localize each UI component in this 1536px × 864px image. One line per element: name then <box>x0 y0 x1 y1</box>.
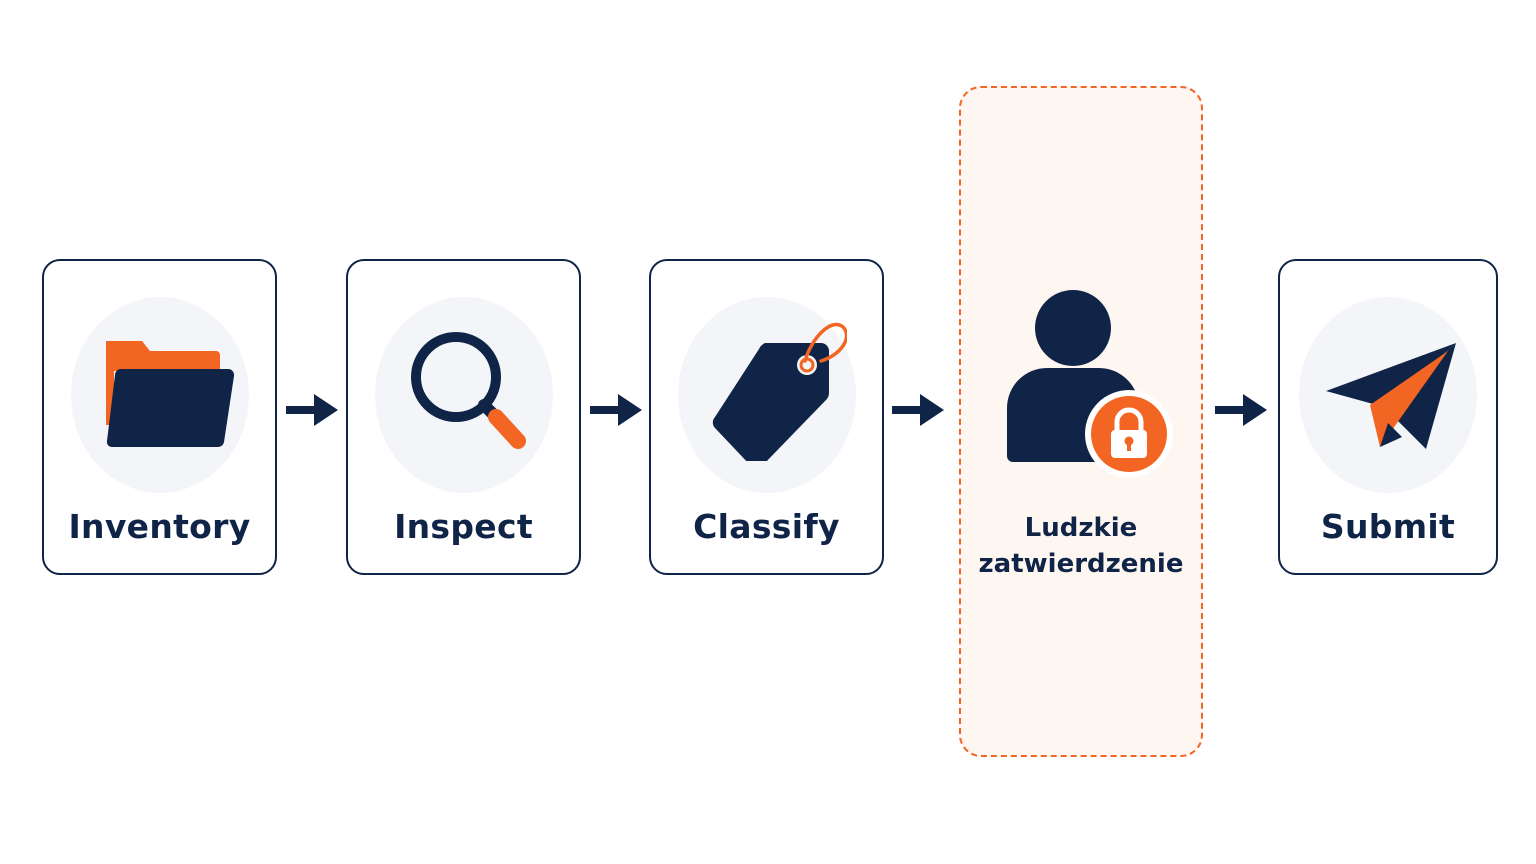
step-card-submit: Submit <box>1278 259 1498 575</box>
paper-plane-icon <box>1326 343 1456 449</box>
step-label: Submit <box>1320 507 1456 546</box>
step-card-human-approval: Ludzkie zatwierdzenie <box>959 86 1203 757</box>
user-lock-icon <box>1007 290 1173 478</box>
step-label-line-1: Ludzkie <box>1024 513 1138 543</box>
tag-icon <box>712 322 847 461</box>
step-label: Classify <box>693 507 840 546</box>
magnifier-icon <box>410 332 526 449</box>
icon-halo <box>374 297 553 493</box>
step-card-inventory: Inventory <box>42 259 277 575</box>
step-card-classify: Classify <box>649 259 884 575</box>
step-label: Ludzkie zatwierdzenie <box>961 510 1201 582</box>
arrow-right-icon <box>590 394 642 426</box>
arrow-right-icon <box>892 394 944 426</box>
arrow-right-icon <box>1215 394 1267 426</box>
arrow-right-icon <box>286 394 338 426</box>
step-label: Inspect <box>394 507 533 546</box>
folder-icon <box>105 341 234 448</box>
step-label: Inventory <box>68 507 251 546</box>
step-label-line-2: zatwierdzenie <box>978 549 1184 579</box>
step-card-inspect: Inspect <box>346 259 581 575</box>
